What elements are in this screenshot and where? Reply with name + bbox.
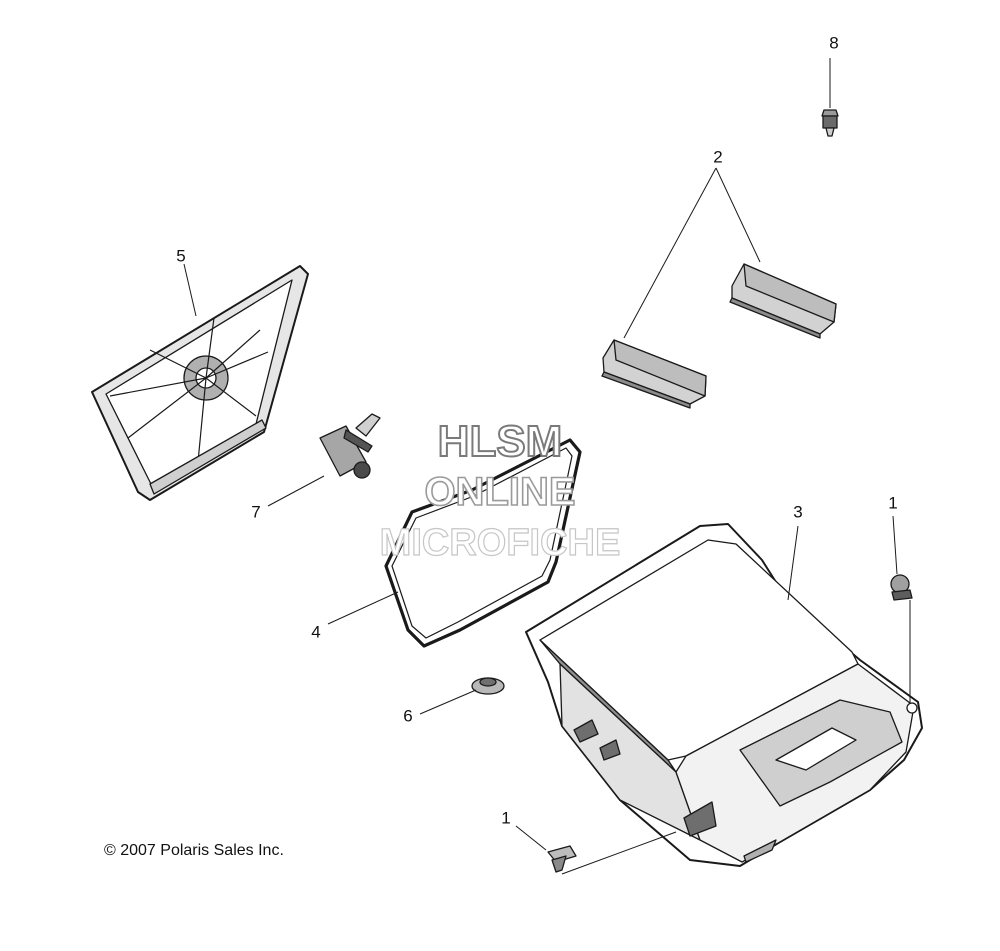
callout-3: 3 bbox=[793, 502, 803, 522]
part-1-clip-top bbox=[890, 515, 913, 704]
callout-4: 4 bbox=[311, 622, 321, 642]
callout-5: 5 bbox=[176, 246, 186, 266]
part-7-valve bbox=[267, 413, 381, 507]
copyright-notice: © 2007 Polaris Sales Inc. bbox=[104, 842, 284, 859]
part-5-filter-frame bbox=[91, 263, 309, 501]
callout-8: 8 bbox=[829, 33, 839, 53]
watermark-line-1: HLSM bbox=[437, 417, 564, 466]
part-6-grommet bbox=[419, 677, 505, 715]
part-8-screw bbox=[821, 58, 839, 137]
watermark-line-3: MICROFICHE bbox=[379, 522, 621, 564]
part-4-gasket bbox=[327, 438, 582, 648]
part-3-airbox bbox=[525, 523, 923, 867]
callout-6: 6 bbox=[403, 706, 413, 726]
part-2-foam-pads bbox=[601, 167, 837, 409]
part-1-clip-bottom bbox=[515, 825, 677, 875]
callout-7: 7 bbox=[251, 502, 261, 522]
watermark-line-2: ONLINE bbox=[424, 470, 577, 514]
callout-2: 2 bbox=[713, 147, 723, 167]
callout-1-bottom: 1 bbox=[501, 808, 511, 828]
callout-1-top: 1 bbox=[888, 493, 898, 513]
